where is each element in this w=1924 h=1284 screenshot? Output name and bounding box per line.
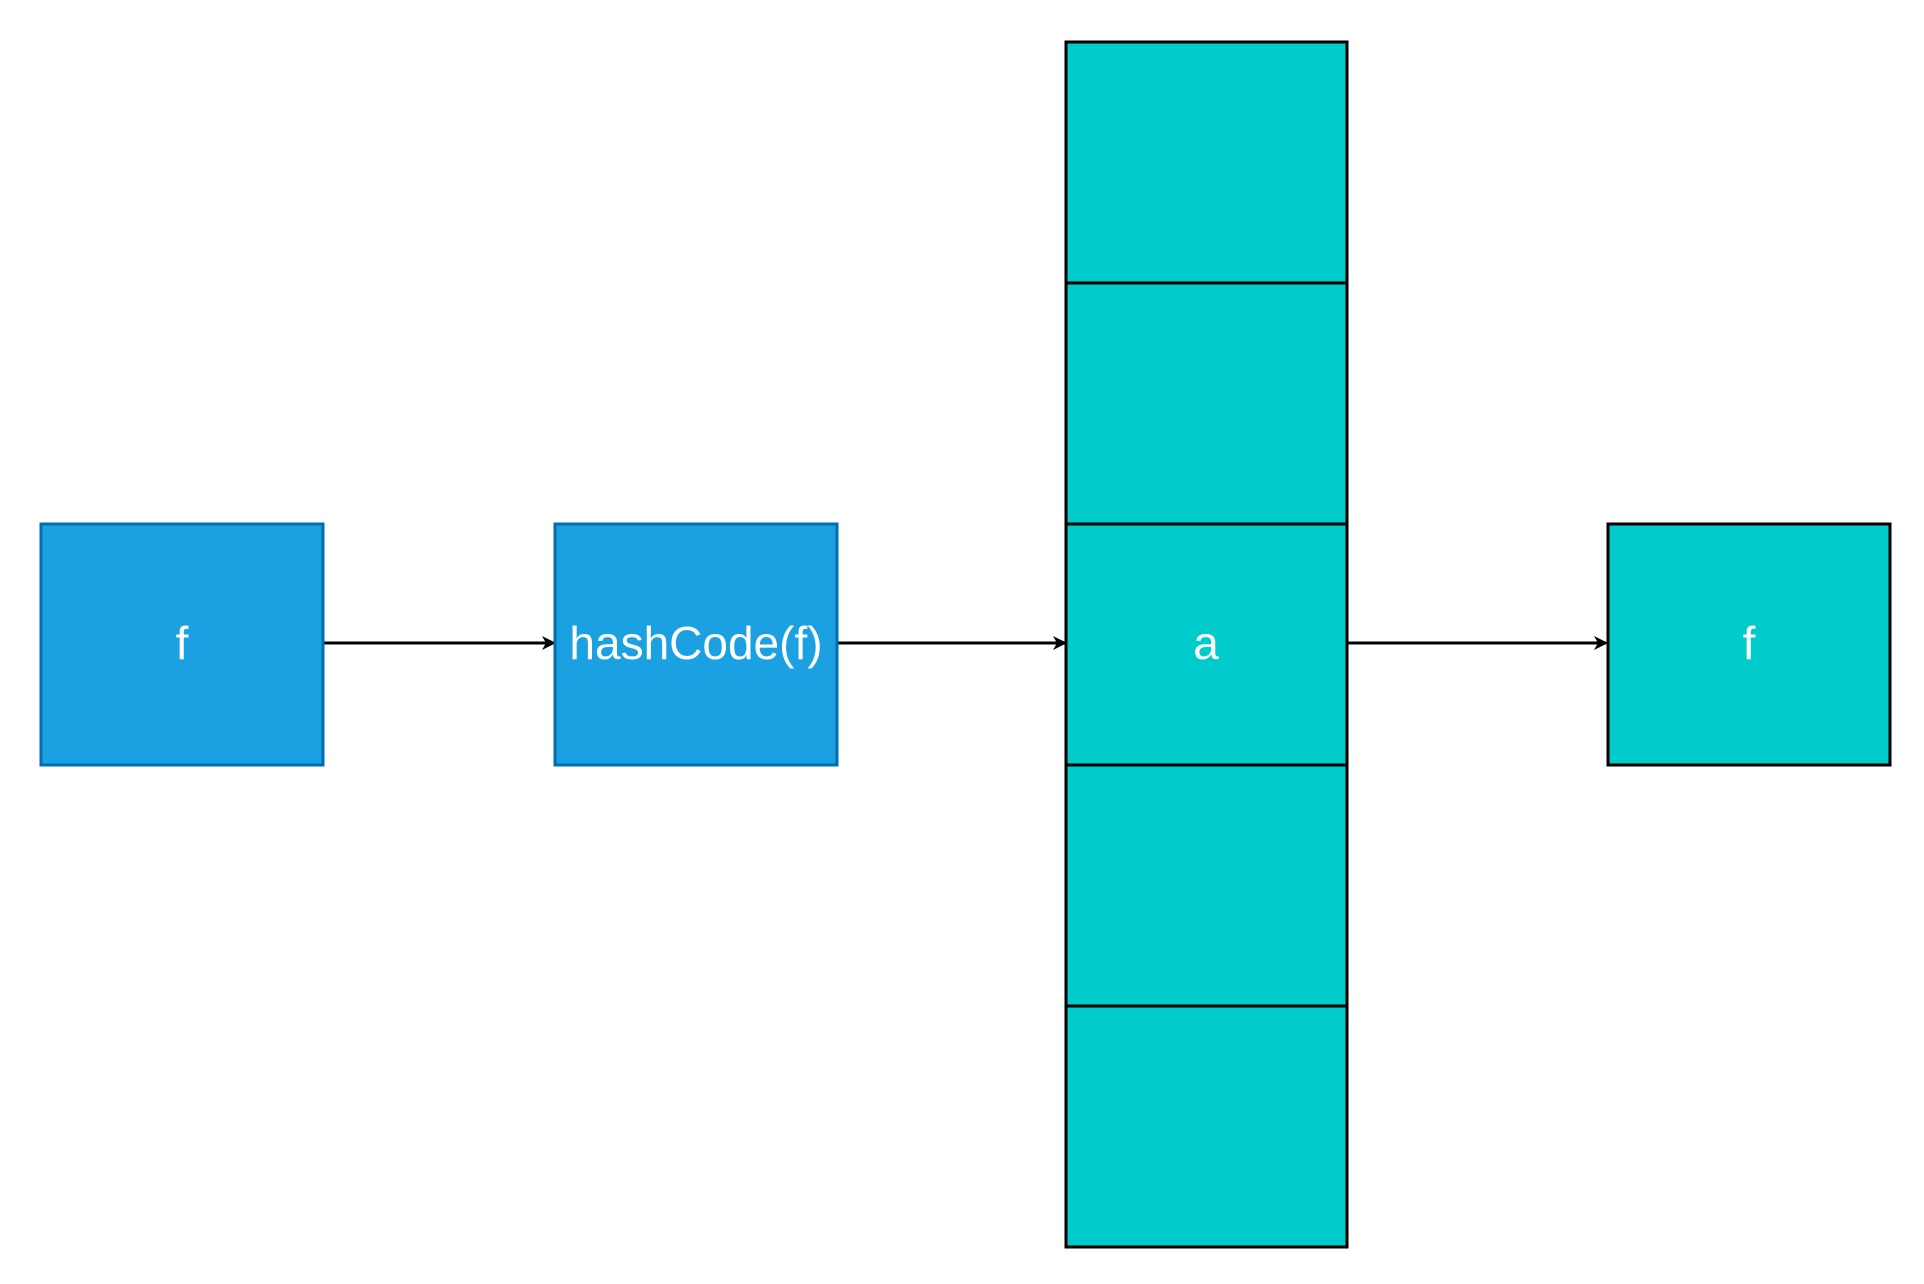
- bucket-array: a: [1064, 40, 1349, 1249]
- bucket-box: [1064, 763, 1349, 1008]
- hash-function-label: hashCode(f): [569, 617, 822, 669]
- bucket-box: [1064, 281, 1349, 526]
- bucket-label: a: [1193, 617, 1219, 669]
- key-node: f: [39, 522, 325, 767]
- key-box: [39, 522, 325, 767]
- bucket-box: [1064, 522, 1349, 767]
- bucket-box: [1064, 40, 1349, 285]
- bucket-3: [1064, 763, 1349, 1008]
- bucket-1: [1064, 281, 1349, 526]
- bucket-4: [1064, 1004, 1349, 1249]
- bucket-2: a: [1064, 522, 1349, 767]
- result-box: [1606, 522, 1892, 767]
- hash-function-box: [553, 522, 839, 767]
- key-label: f: [176, 617, 189, 669]
- result-label: f: [1743, 617, 1756, 669]
- hash-function-node: hashCode(f): [553, 522, 839, 767]
- bucket-box: [1064, 1004, 1349, 1249]
- bucket-0: [1064, 40, 1349, 285]
- result-node: f: [1606, 522, 1892, 767]
